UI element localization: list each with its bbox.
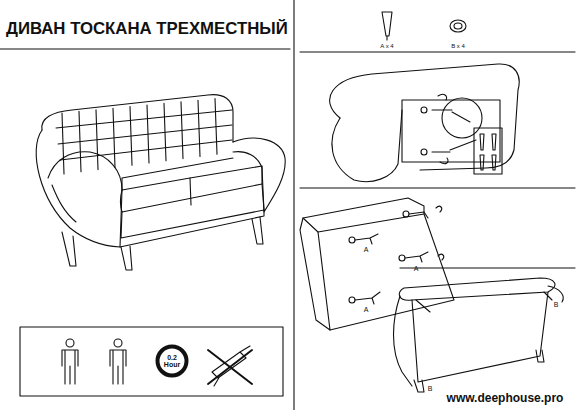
step-one-figure-stroke (480, 134, 496, 170)
step-three-figure-stroke (536, 350, 544, 362)
tufting-lines (56, 99, 232, 174)
person-icon-stroke (66, 339, 74, 347)
title: ДИВАН ТОСКАНА ТРЕХМЕСТНЫЙ (6, 21, 288, 38)
step-one-figure-stroke (402, 100, 500, 162)
divider-lines-stroke (400, 267, 575, 268)
divider-lines-stroke (300, 51, 575, 52)
step-one-figure (330, 64, 520, 182)
divider-lines-stroke (300, 187, 575, 188)
parts-icons-stroke (454, 23, 462, 29)
step-two-figure-stroke (355, 292, 380, 304)
clock-circle: 0.2 Hour (155, 344, 189, 378)
sofa-illustration-stroke (122, 166, 262, 190)
clock-ring (158, 347, 187, 376)
step-two-figure-stroke (349, 297, 355, 303)
no-drill-icon (208, 346, 252, 386)
step-two-figure-stroke (405, 252, 428, 262)
step-one-figure-stroke (432, 110, 452, 152)
part-count: B x 4 (451, 43, 465, 49)
website: www.deephouse.pro (447, 392, 564, 404)
part-letter: B (428, 385, 433, 392)
step-two-figure-stroke (409, 212, 428, 218)
parts-icons (382, 12, 466, 40)
part-count: A x 4 (380, 43, 393, 49)
icon-panel (20, 327, 283, 396)
step-two-figure-stroke (355, 234, 378, 244)
part-letter: A (364, 306, 369, 313)
person-icon-stroke (114, 339, 122, 347)
sofa-illustration-stroke (62, 232, 76, 266)
person-icon (110, 339, 126, 384)
parts-icons-stroke (450, 20, 466, 32)
person-icon-stroke (62, 350, 78, 384)
step-two-figure-stroke (403, 211, 409, 217)
step-two-figure-stroke (300, 218, 330, 330)
sofa-illustration-stroke (233, 138, 285, 212)
no-drill-icon-stroke (208, 350, 252, 384)
step-three-figure-stroke (416, 292, 552, 312)
tufting-lines-stroke (60, 140, 232, 160)
step-two-figure-stroke (349, 237, 355, 243)
step-one-figure-stroke (332, 110, 402, 182)
step-two-figure (300, 198, 454, 330)
no-drill-icon-stroke (208, 350, 252, 384)
step-three-figure (394, 278, 564, 392)
sofa-illustration-stroke (36, 130, 122, 247)
step-two-figure-stroke (303, 198, 424, 232)
parts-icons-stroke (382, 12, 392, 36)
person-icon-stroke (110, 350, 126, 384)
time-label: 0.2 Hour (163, 354, 181, 369)
step-one-figure-stroke (421, 149, 427, 155)
icon-panel-stroke (20, 327, 283, 396)
divider-lines-stroke (293, 0, 294, 410)
sofa-illustration-stroke (121, 166, 263, 212)
sofa-illustration-stroke (52, 185, 76, 222)
step-one-figure-stroke (438, 94, 448, 163)
step-three-figure-stroke (394, 296, 413, 386)
step-three-figure-stroke (412, 292, 548, 382)
part-letter: A (364, 246, 369, 253)
divider-lines-stroke (0, 48, 290, 49)
step-two-figure-stroke (330, 214, 454, 330)
step-one-figure-stroke (474, 128, 502, 174)
sofa-illustration-stroke (252, 217, 263, 244)
sofa-illustration-stroke (121, 246, 132, 270)
sofa-illustration-stroke (120, 210, 264, 247)
part-letter: A (414, 265, 419, 272)
sofa-illustration-stroke (121, 184, 264, 238)
step-two-figure-stroke (436, 206, 444, 260)
person-icon (62, 339, 78, 384)
parts-icons-stroke (386, 36, 387, 40)
step-one-figure-stroke (450, 112, 476, 150)
tufting-lines-stroke (56, 110, 232, 128)
sofa-illustration-stroke (190, 178, 191, 205)
sofa-illustration (36, 95, 285, 270)
step-one-figure-stroke (421, 107, 427, 113)
tufting-lines-stroke (58, 125, 232, 144)
step-three-figure-stroke (399, 278, 555, 300)
step-two-figure-stroke (399, 255, 405, 261)
step-three-figure-stroke (414, 380, 424, 392)
part-letter: B (554, 301, 559, 308)
step-three-figure-stroke (548, 286, 563, 302)
step-one-figure-stroke (330, 64, 520, 170)
